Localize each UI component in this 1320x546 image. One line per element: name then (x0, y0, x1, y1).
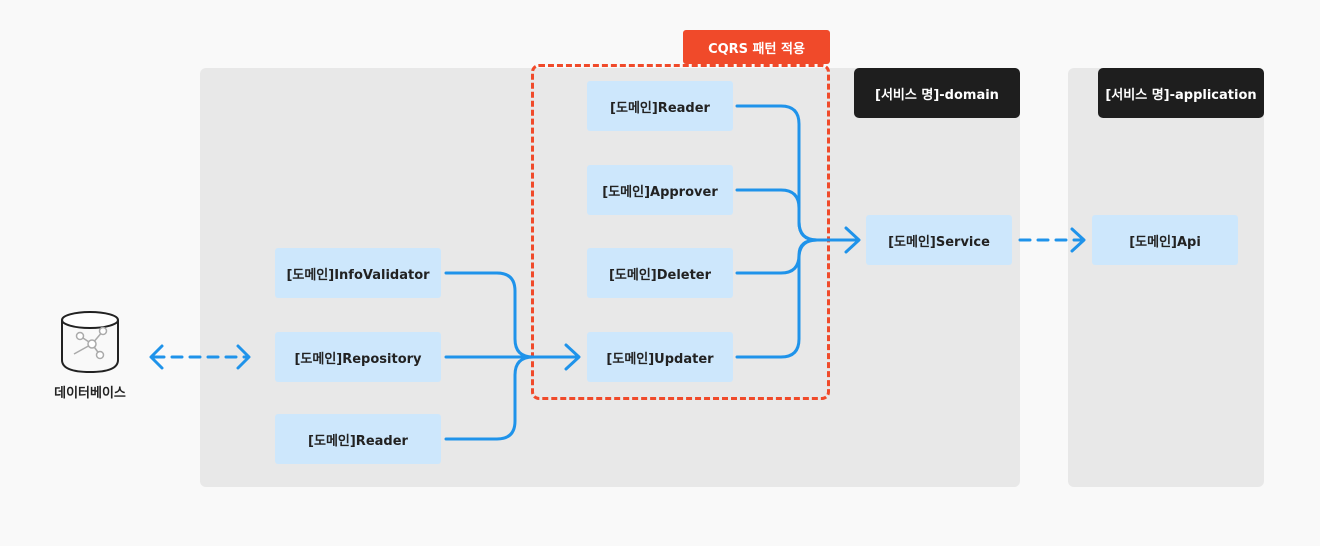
cqrs-group-border (531, 64, 830, 400)
arrowhead-api (1070, 227, 1086, 253)
connector-reader-service (735, 104, 819, 242)
node-service[interactable]: [도메인]Service (866, 215, 1012, 265)
connector-reader-updater (444, 355, 535, 441)
node-api[interactable]: [도메인]Api (1092, 215, 1238, 265)
connector-updater-service (735, 238, 819, 359)
database-label: 데이터베이스 (54, 386, 126, 401)
application-layer-panel (1068, 68, 1264, 487)
arrowhead-updater (564, 343, 581, 371)
connector-approver-service (735, 188, 819, 242)
arrowhead-repository (236, 344, 251, 370)
domain-layer-label: [서비스 명]-domain (854, 68, 1020, 118)
connector-infovalidator-updater (444, 271, 535, 359)
node-approver[interactable]: [도메인]Approver (587, 165, 733, 215)
application-layer-label: [서비스 명]-application (1098, 68, 1264, 118)
database-icon (61, 311, 119, 374)
node-updater[interactable]: [도메인]Updater (587, 332, 733, 382)
cqrs-tag: CQRS 패턴 적용 (683, 30, 830, 64)
node-reader-infra[interactable]: [도메인]Reader (275, 414, 441, 464)
node-repository[interactable]: [도메인]Repository (275, 332, 441, 382)
node-info-validator[interactable]: [도메인]InfoValidator (275, 248, 441, 298)
arrowhead-service (844, 226, 861, 254)
arrowhead-database (149, 344, 164, 370)
node-deleter[interactable]: [도메인]Deleter (587, 248, 733, 298)
node-reader[interactable]: [도메인]Reader (587, 81, 733, 131)
